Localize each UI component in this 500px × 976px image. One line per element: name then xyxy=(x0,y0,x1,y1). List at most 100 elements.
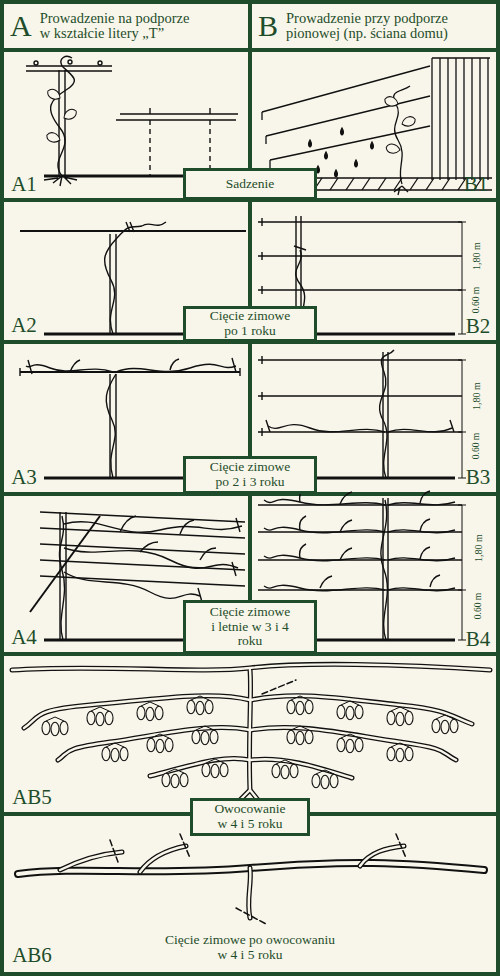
fruiting-vine xyxy=(337,701,363,720)
pruned-cordon xyxy=(110,834,406,924)
fruiting-vine xyxy=(137,702,163,721)
t-support-year-1 xyxy=(126,222,134,232)
wall-trellis-planting xyxy=(383,95,399,108)
wall-trellis-year-3-4 xyxy=(264,527,455,532)
box-text: Sadzenie xyxy=(226,177,275,192)
pruned-cordon xyxy=(18,834,484,924)
stage-label-box: Cięcie zimowe po 1 roku xyxy=(183,306,317,342)
wall-trellis-planting xyxy=(341,128,344,135)
t-support-planting xyxy=(46,87,63,102)
t-support-year-2-3 xyxy=(116,364,236,372)
t-support-planting xyxy=(45,131,61,144)
wall-trellis-year-2-3 xyxy=(388,428,452,432)
wall-trellis-year-2-3 xyxy=(380,350,394,478)
wall-trellis-planting xyxy=(371,142,374,149)
pruned-cordon xyxy=(60,846,404,918)
dimension-label: 1,80 m xyxy=(473,534,484,562)
t-support-year-1 xyxy=(105,226,142,334)
panel-number: B3 xyxy=(466,466,491,489)
wall-trellis-planting xyxy=(432,58,490,180)
t-support-year-2-3 xyxy=(26,365,113,372)
panel-number: A4 xyxy=(11,626,37,649)
t-support-planting xyxy=(59,70,65,176)
wall-trellis-planting xyxy=(262,112,270,168)
fruiting-vine xyxy=(12,664,490,800)
column-letter: A xyxy=(10,11,32,41)
panel-number: A2 xyxy=(11,314,37,337)
panel xyxy=(4,816,496,972)
panel-number: B4 xyxy=(466,628,491,651)
wall-trellis-planting xyxy=(325,152,328,159)
box-text: Prowadzenie na podporze w kształcie lite… xyxy=(40,11,202,41)
t-support-year-1 xyxy=(142,222,166,226)
fruiting-vine xyxy=(262,680,296,694)
fruiting-vine xyxy=(432,715,458,734)
panel-number: B2 xyxy=(466,315,491,338)
dimension-label: 0.60 m xyxy=(473,593,483,619)
fruiting-vine xyxy=(192,726,218,745)
t-support-year-3-4 xyxy=(64,572,200,598)
t-support-year-3-4 xyxy=(64,522,242,533)
fruiting-vine xyxy=(187,696,213,715)
fruiting-vine xyxy=(87,707,113,726)
wall-trellis-year-3-4 xyxy=(300,488,440,588)
panel xyxy=(252,4,496,48)
wall-trellis-year-1 xyxy=(258,222,462,290)
fruiting-vine xyxy=(202,759,228,778)
fruiting-vine xyxy=(387,707,413,726)
fruiting-vine xyxy=(42,717,68,736)
wall-trellis-year-2-3 xyxy=(458,360,466,478)
stage-label-box: Owocowanie w 4 i 5 roku xyxy=(190,798,310,836)
wall-trellis-planting xyxy=(394,186,408,195)
dimension-label: 1,80 m xyxy=(471,242,482,270)
wall-trellis-year-1 xyxy=(458,222,466,334)
panel-number: B1 xyxy=(464,173,489,196)
t-support-planting xyxy=(26,56,240,186)
wall-trellis-year-3-4 xyxy=(264,555,455,560)
t-support-year-2-3 xyxy=(106,374,116,478)
dimension-label: 1,80 m xyxy=(471,382,482,410)
wall-trellis-year-2-3 xyxy=(266,420,454,432)
t-support-year-3-4 xyxy=(60,512,66,640)
t-support-planting xyxy=(68,60,72,64)
pruned-cordon xyxy=(60,846,404,918)
fruiting-vine xyxy=(337,734,363,753)
t-support-year-2-3 xyxy=(28,358,236,374)
panel xyxy=(4,4,496,972)
stage-label-box: Sadzenie xyxy=(183,168,317,200)
t-support-year-3-4 xyxy=(120,516,216,560)
pruned-cordon xyxy=(60,846,404,918)
stage-label-box: Cięcie zimowe po 2 i 3 roku xyxy=(183,456,317,494)
panel xyxy=(4,656,496,812)
panel-number: A3 xyxy=(11,466,37,489)
wall-trellis-planting xyxy=(400,115,416,128)
stage-caption: Cięcie zimowe po owocowaniu w 4 i 5 roku xyxy=(165,933,335,963)
fruiting-vine xyxy=(287,726,313,745)
wall-trellis-year-3-4 xyxy=(264,585,455,590)
t-support-year-3-4 xyxy=(198,518,240,602)
t-support-planting xyxy=(44,176,77,186)
t-support-year-3-4 xyxy=(59,516,64,640)
panel-number: A1 xyxy=(11,173,37,196)
t-support-planting xyxy=(26,66,112,71)
box-text: Cięcie zimowe po 2 i 3 roku xyxy=(202,460,298,489)
box-text: Cięcie zimowe po 1 roku xyxy=(202,309,298,338)
wall-trellis-year-3-4 xyxy=(264,499,455,505)
fruiting-vine xyxy=(102,743,128,762)
stage-label-box: Cięcie zimowe i letnie w 3 i 4 roku xyxy=(183,600,317,654)
fruiting-vine xyxy=(272,760,298,779)
dimension-label: 0.60 m xyxy=(471,287,481,313)
t-support-planting xyxy=(34,61,38,65)
fruiting-vine xyxy=(12,664,490,800)
fruiting-vine xyxy=(12,664,490,800)
box-text: Owocowanie w 4 i 5 roku xyxy=(210,802,290,831)
fruiting-vine xyxy=(12,664,490,800)
wall-trellis-year-3-4 xyxy=(381,500,388,640)
wall-trellis-year-1 xyxy=(261,218,262,294)
box-text: Cięcie zimowe i letnie w 3 i 4 roku xyxy=(207,605,293,649)
fruiting-vine xyxy=(312,770,338,789)
fruiting-vine xyxy=(12,664,490,800)
t-support-planting xyxy=(98,61,102,65)
